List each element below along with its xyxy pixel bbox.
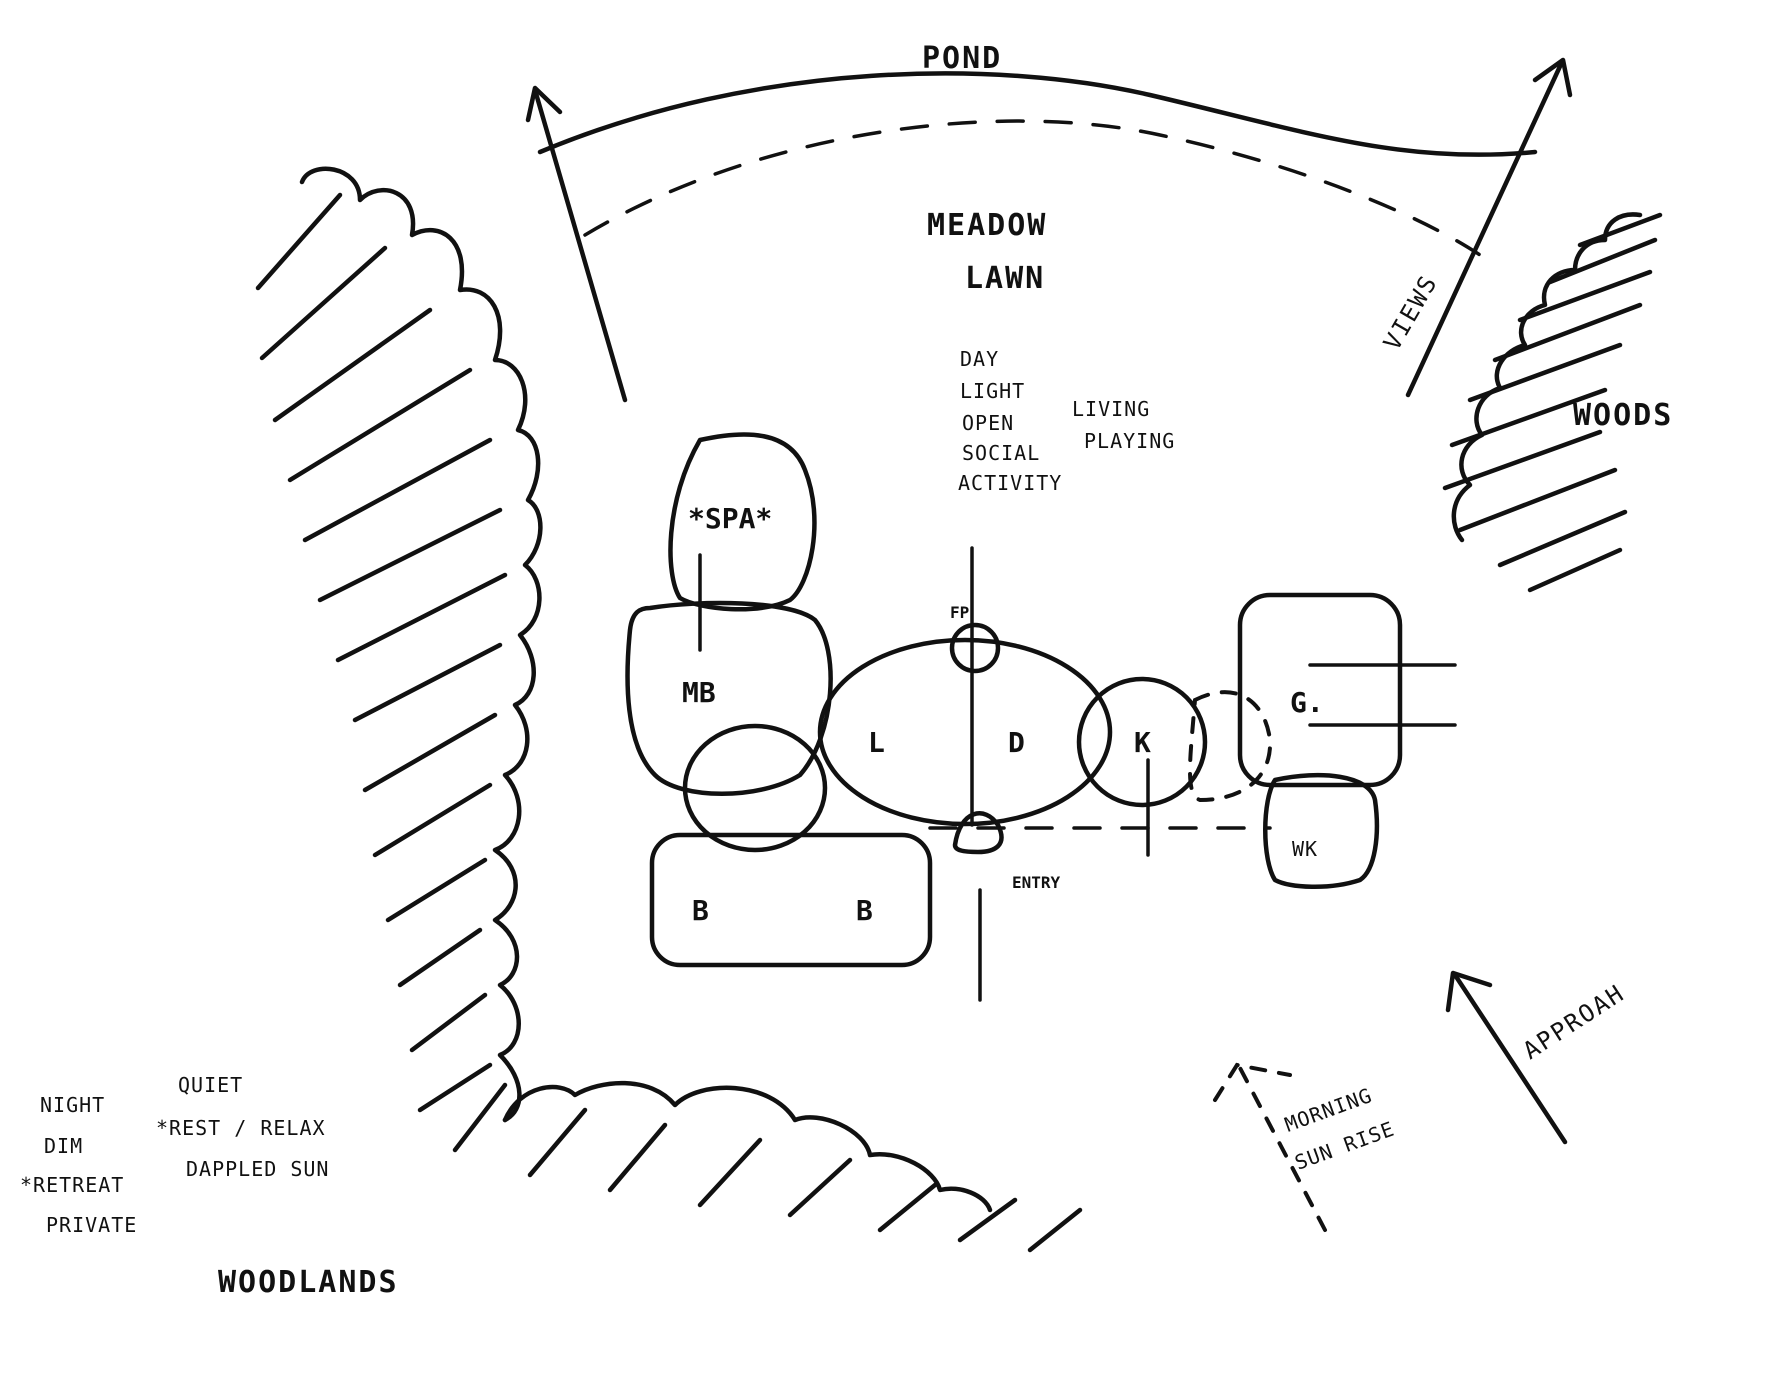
- view-arrow-left: [532, 87, 628, 403]
- spa-bubble: [668, 432, 817, 612]
- approach-arrow-head: [1445, 970, 1493, 1013]
- living-dining-bubble: [817, 637, 1113, 827]
- sunrise-dashed-arrow: [1238, 1066, 1327, 1232]
- meadow-label: MEADOW: [927, 208, 1047, 243]
- garage-label: G.: [1290, 686, 1324, 719]
- bath-bubble: [682, 723, 828, 853]
- entry-marker: [952, 811, 1004, 855]
- day-note: LIGHT: [960, 379, 1025, 403]
- day-use: LIVING: [1072, 397, 1150, 421]
- night-note: NIGHT: [40, 1093, 105, 1117]
- woodland-hatching-bottom: [452, 1082, 1083, 1253]
- day-use: PLAYING: [1084, 429, 1175, 453]
- night-quality: QUIET: [178, 1073, 243, 1097]
- woodland-tree-line-left: [299, 166, 543, 1123]
- view-arrow-right: [1405, 59, 1565, 398]
- woodland-tree-line-bottom: [502, 1080, 993, 1213]
- night-quality: DAPPLED SUN: [186, 1157, 329, 1181]
- workshop-label: WK: [1292, 837, 1318, 861]
- master-bedroom-bubble: [625, 600, 833, 796]
- approach-label: APPROAH: [1518, 979, 1630, 1065]
- night-note: DIM: [44, 1134, 83, 1158]
- workshop-bubble: [1263, 772, 1380, 889]
- woods-tree-line-right: [1451, 212, 1643, 543]
- night-note: PRIVATE: [46, 1213, 137, 1237]
- kitchen-bubble: [1076, 676, 1208, 808]
- day-note: SOCIAL: [962, 441, 1040, 465]
- day-note: OPEN: [962, 411, 1014, 435]
- pond-shoreline: [537, 71, 1538, 158]
- day-note: DAY: [960, 347, 999, 371]
- sunrise-arrow-head: [1213, 1062, 1292, 1102]
- living-label: L: [868, 726, 885, 759]
- woodlands-label: WOODLANDS: [218, 1265, 399, 1300]
- woods-label: WOODS: [1573, 398, 1673, 433]
- entry-label: ENTRY: [1012, 873, 1061, 892]
- woodland-hatching-left: [255, 192, 508, 1113]
- night-quality: *REST / RELAX: [156, 1116, 326, 1140]
- woods-hatching-right: [1442, 212, 1663, 593]
- day-note: ACTIVITY: [958, 471, 1062, 495]
- fireplace-label: FP: [950, 603, 969, 622]
- pond-dashed-edge: [583, 119, 1482, 257]
- house-plan: [625, 432, 1457, 1002]
- kitchen-label: K: [1134, 726, 1151, 759]
- garage-block: [1237, 592, 1403, 788]
- bedroom-label: B: [856, 894, 873, 927]
- bedroom-label: B: [692, 894, 709, 927]
- bedrooms-block: [649, 832, 933, 968]
- night-note: *RETREAT: [20, 1173, 124, 1197]
- spa-label: *SPA*: [688, 502, 772, 535]
- approach-arrow: [1452, 972, 1568, 1145]
- master-bedroom-label: MB: [682, 676, 716, 709]
- fireplace-circle: [949, 622, 1001, 674]
- view-arrow-right-head: [1532, 57, 1573, 98]
- lawn-label: LAWN: [965, 261, 1045, 296]
- dining-label: D: [1008, 726, 1025, 759]
- pond-label: POND: [922, 41, 1002, 76]
- view-arrow-left-head: [525, 85, 563, 123]
